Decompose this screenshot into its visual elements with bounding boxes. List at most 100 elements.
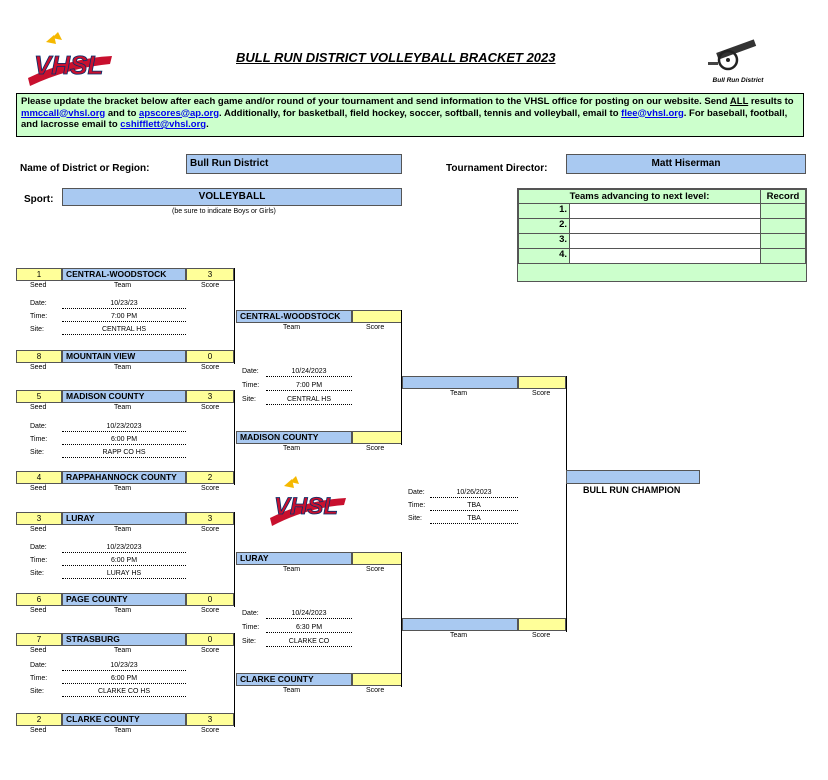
- seed-caption: Seed: [30, 727, 47, 734]
- game-date[interactable]: 10/23/2023: [62, 543, 186, 553]
- advancing-row: 1.: [518, 203, 761, 219]
- team-box[interactable]: CENTRAL-WOODSTOCK: [62, 268, 186, 281]
- email-link-apscores[interactable]: apscores@ap.org: [139, 107, 220, 119]
- sport-note: (be sure to indicate Boys or Girls): [172, 208, 276, 215]
- score-box[interactable]: 3: [186, 268, 234, 281]
- score-box[interactable]: 2: [186, 471, 234, 484]
- seed-caption: Seed: [30, 647, 47, 654]
- seed-box[interactable]: 4: [16, 471, 62, 484]
- team-caption: Team: [114, 404, 132, 411]
- game-time[interactable]: 7:00 PM: [62, 312, 186, 322]
- game-site[interactable]: CENTRAL HS: [62, 325, 186, 335]
- seed-box[interactable]: 3: [16, 512, 62, 525]
- seed-caption: Seed: [30, 485, 47, 492]
- team-box[interactable]: CENTRAL-WOODSTOCK: [236, 310, 352, 323]
- seed-caption: Seed: [30, 607, 47, 614]
- game-time[interactable]: 7:00 PM: [266, 381, 352, 391]
- advancing-team-cell[interactable]: [569, 219, 760, 233]
- advancing-team-cell[interactable]: [569, 249, 760, 263]
- champion-box[interactable]: [566, 470, 700, 484]
- score-box[interactable]: [352, 431, 402, 444]
- time-label: Time:: [30, 436, 48, 443]
- team-box[interactable]: PAGE COUNTY: [62, 593, 186, 606]
- semifinal-team-box[interactable]: [402, 618, 518, 631]
- final-game-site[interactable]: TBA: [430, 514, 518, 524]
- semifinal-team-box[interactable]: [402, 376, 518, 389]
- sport-field[interactable]: VOLLEYBALL: [62, 188, 402, 206]
- final-game-time[interactable]: TBA: [430, 501, 518, 511]
- final-game-date[interactable]: 10/26/2023: [430, 488, 518, 498]
- game-site[interactable]: CLARKE CO: [266, 637, 352, 647]
- date-label: Date:: [30, 423, 47, 430]
- score-box[interactable]: 3: [186, 512, 234, 525]
- record-cell[interactable]: [760, 203, 806, 219]
- team-box[interactable]: MADISON COUNTY: [62, 390, 186, 403]
- game-site[interactable]: LURAY HS: [62, 569, 186, 579]
- date-label: Date:: [30, 300, 47, 307]
- game-site[interactable]: RAPP CO HS: [62, 448, 186, 458]
- game-date[interactable]: 10/24/2023: [266, 609, 352, 619]
- team-caption: Team: [450, 390, 468, 397]
- advancing-row-number: 4.: [559, 249, 567, 260]
- notice-text: Please update the bracket below after ea…: [21, 96, 730, 107]
- team-box[interactable]: MOUNTAIN VIEW: [62, 350, 186, 363]
- seed-box[interactable]: 6: [16, 593, 62, 606]
- instructions-notice: Please update the bracket below after ea…: [16, 93, 804, 137]
- director-field[interactable]: Matt Hiserman: [566, 154, 806, 174]
- score-box[interactable]: 3: [186, 713, 234, 726]
- advancing-team-cell[interactable]: [569, 204, 760, 218]
- game-site[interactable]: CLARKE CO HS: [62, 687, 186, 697]
- site-label: Site:: [30, 570, 45, 577]
- game-date[interactable]: 10/23/23: [62, 299, 186, 309]
- score-box[interactable]: 0: [186, 593, 234, 606]
- team-box[interactable]: STRASBURG: [62, 633, 186, 646]
- game-time[interactable]: 6:30 PM: [266, 623, 352, 633]
- seed-box[interactable]: 2: [16, 713, 62, 726]
- score-box[interactable]: [352, 552, 402, 565]
- score-box[interactable]: 0: [186, 350, 234, 363]
- team-box[interactable]: RAPPAHANNOCK COUNTY: [62, 471, 186, 484]
- team-caption: Team: [114, 526, 132, 533]
- seed-box[interactable]: 5: [16, 390, 62, 403]
- game-time[interactable]: 6:00 PM: [62, 556, 186, 566]
- score-caption: Score: [532, 390, 551, 397]
- notice-text: and to: [105, 107, 140, 119]
- seed-box[interactable]: 7: [16, 633, 62, 646]
- team-box[interactable]: LURAY: [62, 512, 186, 525]
- record-cell[interactable]: [760, 218, 806, 234]
- score-caption: Score: [201, 485, 220, 492]
- team-caption: Team: [114, 282, 132, 289]
- email-link-cshifflett[interactable]: cshifflett@vhsl.org: [120, 119, 207, 130]
- score-box[interactable]: [352, 673, 402, 686]
- time-label: Time:: [242, 382, 260, 389]
- team-caption: Team: [283, 324, 301, 331]
- advancing-row-number: 2.: [559, 219, 567, 230]
- seed-box[interactable]: 1: [16, 268, 62, 281]
- score-box[interactable]: [352, 310, 402, 323]
- record-cell[interactable]: [760, 233, 806, 249]
- team-box[interactable]: CLARKE COUNTY: [62, 713, 186, 726]
- game-time[interactable]: 6:00 PM: [62, 674, 186, 684]
- semifinal-score-box[interactable]: [518, 376, 566, 389]
- game-date[interactable]: 10/24/2023: [266, 367, 352, 377]
- team-box[interactable]: MADISON COUNTY: [236, 431, 352, 444]
- game-site[interactable]: CENTRAL HS: [266, 395, 352, 405]
- game-time[interactable]: 6:00 PM: [62, 435, 186, 445]
- score-caption: Score: [532, 632, 551, 639]
- game-date[interactable]: 10/23/23: [62, 661, 186, 671]
- district-field[interactable]: Bull Run District: [186, 154, 402, 174]
- seed-box[interactable]: 8: [16, 350, 62, 363]
- team-caption: Team: [450, 632, 468, 639]
- email-link-flee[interactable]: flee@vhsl.org: [621, 108, 684, 119]
- score-box[interactable]: 0: [186, 633, 234, 646]
- score-box[interactable]: 3: [186, 390, 234, 403]
- advancing-team-cell[interactable]: [569, 234, 760, 248]
- semifinal-score-box[interactable]: [518, 618, 566, 631]
- email-link-mmccall[interactable]: mmccall@vhsl.org: [21, 107, 106, 119]
- record-cell[interactable]: [760, 248, 806, 264]
- game-date[interactable]: 10/23/2023: [62, 422, 186, 432]
- score-caption: Score: [366, 687, 385, 694]
- team-box[interactable]: LURAY: [236, 552, 352, 565]
- site-label: Site:: [30, 326, 45, 333]
- team-box[interactable]: CLARKE COUNTY: [236, 673, 352, 686]
